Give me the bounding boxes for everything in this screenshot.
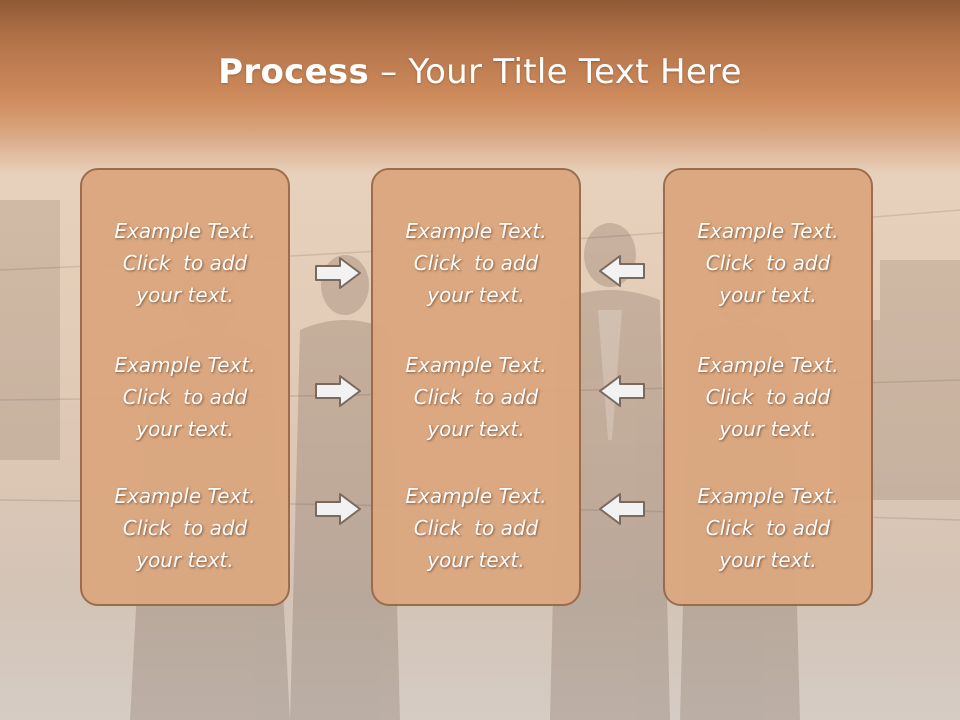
text-line: Click to add — [705, 385, 831, 409]
title-bold: Process — [218, 52, 370, 92]
text-line: your text. — [136, 283, 234, 307]
text-line: Click to add — [122, 251, 248, 275]
text-line: Example Text. — [114, 219, 256, 243]
arrow-left-icon — [599, 255, 645, 287]
text-line: Click to add — [705, 516, 831, 540]
arrow-left-icon — [599, 375, 645, 407]
process-box-left[interactable]: Example Text. Click to add your text. Ex… — [80, 168, 290, 606]
arrow-right-icon — [315, 375, 361, 407]
arrow-right-icon — [315, 493, 361, 525]
text-placeholder[interactable]: Example Text. Click to add your text. — [373, 480, 579, 576]
text-line: Example Text. — [405, 353, 547, 377]
text-line: Example Text. — [697, 219, 839, 243]
text-line: Click to add — [413, 385, 539, 409]
text-placeholder[interactable]: Example Text. Click to add your text. — [665, 349, 871, 445]
text-line: Click to add — [122, 516, 248, 540]
text-line: Example Text. — [114, 484, 256, 508]
text-placeholder[interactable]: Example Text. Click to add your text. — [373, 215, 579, 311]
process-box-middle[interactable]: Example Text. Click to add your text. Ex… — [371, 168, 581, 606]
text-placeholder[interactable]: Example Text. Click to add your text. — [373, 349, 579, 445]
text-line: Example Text. — [697, 484, 839, 508]
text-line: Example Text. — [114, 353, 256, 377]
text-line: Example Text. — [697, 353, 839, 377]
text-line: Click to add — [413, 516, 539, 540]
text-line: your text. — [719, 283, 817, 307]
text-line: your text. — [136, 417, 234, 441]
text-line: Example Text. — [405, 219, 547, 243]
text-line: your text. — [719, 548, 817, 572]
arrow-left-icon — [599, 493, 645, 525]
arrow-right-icon — [315, 257, 361, 289]
text-placeholder[interactable]: Example Text. Click to add your text. — [82, 215, 288, 311]
text-placeholder[interactable]: Example Text. Click to add your text. — [82, 349, 288, 445]
text-line: your text. — [427, 417, 525, 441]
text-line: Example Text. — [405, 484, 547, 508]
process-box-right[interactable]: Example Text. Click to add your text. Ex… — [663, 168, 873, 606]
title-rest: – Your Title Text Here — [369, 52, 742, 92]
text-placeholder[interactable]: Example Text. Click to add your text. — [665, 215, 871, 311]
text-line: Click to add — [122, 385, 248, 409]
text-placeholder[interactable]: Example Text. Click to add your text. — [665, 480, 871, 576]
text-line: your text. — [427, 548, 525, 572]
text-line: your text. — [136, 548, 234, 572]
text-line: your text. — [719, 417, 817, 441]
text-line: Click to add — [705, 251, 831, 275]
text-line: your text. — [427, 283, 525, 307]
text-placeholder[interactable]: Example Text. Click to add your text. — [82, 480, 288, 576]
slide-title[interactable]: Process – Your Title Text Here — [0, 52, 960, 92]
text-line: Click to add — [413, 251, 539, 275]
